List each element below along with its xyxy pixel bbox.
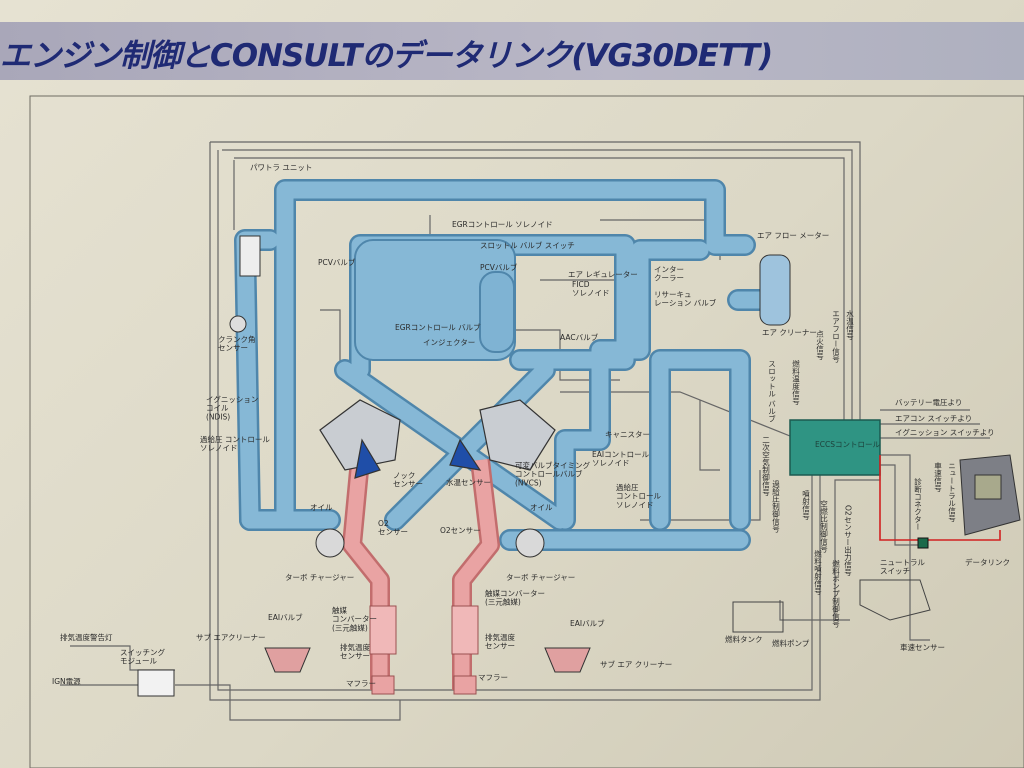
label-exhaust-temp-right: 排気温度センサー <box>485 632 515 651</box>
label-boost-solenoid-right: 過給圧コントロールソレノイド <box>616 482 661 509</box>
label-ignition-coil: イグニッションコイル(NDIS) <box>206 394 258 421</box>
label-pcv-valve-right: PCVバルブ <box>480 262 518 272</box>
label-throttle-switch: スロットル バルブ スイッチ <box>480 240 575 250</box>
label-fuel-pump: 燃料ポンプ <box>772 638 810 648</box>
label-oil-right: オイル <box>530 503 553 512</box>
label-air-cleaner: エア クリーナー <box>762 328 817 337</box>
label-ign-power: IGN電源 <box>52 677 81 686</box>
label-canister: キャニスター <box>605 430 650 439</box>
consult-tester-icon <box>959 454 1021 536</box>
label-o2-right: O2センサー <box>440 526 481 535</box>
signal-label-3: 二次空気制御信号 <box>761 436 770 497</box>
label-turbo-left: ターボ チャージャー <box>285 573 354 582</box>
sub-air-cleaner-right <box>544 647 591 673</box>
label-crank-sensor: クランク角センサー <box>218 334 256 353</box>
label-vehicle-speed-sensor: 車速センサー <box>900 642 945 652</box>
signal-labels: スロットル バルブ 燃料温度信号 二次空気制御信号 過給圧制御信号 噴射信号 燃… <box>761 309 956 629</box>
label-egr-control-valve: EGRコントロール バルブ <box>395 322 481 332</box>
label-ecu: ECCSコントロール <box>815 440 880 449</box>
label-exhaust-temp-left: 排気温度センサー <box>340 642 370 661</box>
engine-bank-right <box>449 399 556 471</box>
signal-label-7: 燃料ポンプ制御信号 <box>831 559 840 629</box>
datalink-line <box>879 455 1001 541</box>
signal-label-6: 燃料噴射信号 <box>813 549 822 597</box>
label-pcv-valve-left: PCVバルブ <box>318 257 356 267</box>
muffler-right <box>453 675 477 695</box>
label-intercooler: インタークーラー <box>654 265 684 283</box>
signal-label-1: スロットル バルブ <box>767 360 776 422</box>
exhaust-pipes-fill <box>344 459 498 690</box>
label-eai-valve-left: EAIバルブ <box>268 612 303 622</box>
label-boost-solenoid-left: 過給圧 コントロールソレノイド <box>200 434 270 453</box>
power-transistor-icon <box>239 235 261 277</box>
signal-label-12: 点火信号 <box>815 330 824 362</box>
label-exhaust-warning-lamp: 排気温度警告灯 <box>60 632 113 642</box>
turbocharger-left <box>315 528 345 558</box>
muffler-left <box>371 675 395 695</box>
sub-air-cleaner-left <box>264 647 311 673</box>
label-diagnostic-connector: 診断コネクター <box>913 477 922 531</box>
page-title: エンジン制御とCONSULTのデータリンク(VG30DETT) <box>0 38 773 74</box>
signal-label-5: 噴射信号 <box>801 489 810 522</box>
catalyst-right <box>451 605 479 655</box>
label-aac-valve: AACバルブ <box>560 332 599 342</box>
label-eai-solenoid: EAIコントロールソレノイド <box>592 450 650 468</box>
label-egr-control-solenoid: EGRコントロール ソレノイド <box>452 220 553 229</box>
component-labels: パワトラ ユニット クランク角センサー PCVバルブ PCVバルブ EGRコント… <box>52 163 1010 688</box>
label-aircon-switch: エアコン スイッチより <box>895 414 972 423</box>
signal-label-4: 過給圧制御信号 <box>771 479 780 534</box>
engine-bank-left <box>319 399 401 479</box>
turbocharger-right <box>515 528 545 558</box>
switching-module-icon <box>137 669 175 697</box>
catalyst-left <box>369 605 397 655</box>
signal-label-11: ニュートラル信号 <box>947 462 956 523</box>
label-oil-left: オイル <box>310 503 333 512</box>
signal-label-8: 空燃比制御信号 <box>819 499 828 554</box>
crank-angle-sensor-icon <box>229 315 247 333</box>
title-band <box>0 22 1024 80</box>
transmission-icon <box>859 579 931 621</box>
label-battery-voltage: バッテリー電圧より <box>895 398 962 407</box>
label-catalyst-left: 触媒コンバーター(三元触媒) <box>332 605 377 632</box>
label-eai-valve-right: EAIバルブ <box>570 618 605 628</box>
label-turbo-right: ターボ チャージャー <box>506 573 575 582</box>
signal-label-9: O2センサー出力信号 <box>843 505 852 577</box>
label-knock-sensor: ノックセンサー <box>393 471 423 489</box>
label-catalyst-right: 触媒コンバーター(三元触媒) <box>485 588 545 607</box>
label-muffler-right: マフラー <box>478 673 508 682</box>
label-muffler-left: マフラー <box>346 679 376 688</box>
ecu-box <box>789 419 881 476</box>
label-neutral-switch: ニュートラルスイッチ <box>880 558 925 576</box>
label-sub-air-cleaner-left: サブ エアクリーナー <box>196 632 266 642</box>
signal-label-13: エアフロー信号 <box>831 310 840 364</box>
label-recirc-valve: リサーキュレーション バルブ <box>654 290 717 308</box>
label-power-unit: パワトラ ユニット <box>250 163 312 172</box>
label-fuel-tank: 燃料タンク <box>725 634 763 644</box>
label-ignition-switch: イグニッション スイッチより <box>895 427 995 437</box>
label-air-regulator: エア レギュレーター <box>568 270 638 279</box>
label-nvcs: 可変バルブタイミングコントロールバルブ(NVCS) <box>515 460 590 487</box>
diagnostic-connector-icon <box>917 537 929 549</box>
signal-label-2: 燃料温度信号 <box>791 359 800 407</box>
air-flow-meter-body <box>759 254 791 326</box>
diagram-frame <box>29 95 1024 768</box>
label-switching-module: スイッチングモジュール <box>120 647 165 666</box>
label-injector: インジェクター <box>423 338 475 347</box>
label-sub-air-cleaner-right: サブ エア クリーナー <box>600 659 672 669</box>
label-datalink: データリンク <box>965 557 1010 567</box>
label-air-flow-meter: エア フロー メーター <box>757 231 829 240</box>
intake-plenum-right <box>479 271 515 353</box>
signal-label-10: 車速信号 <box>933 461 942 494</box>
label-water-temp-sensor: 水温センサー <box>446 477 491 487</box>
signal-label-14: 水温信号 <box>845 309 854 342</box>
fuel-tank-icon <box>732 601 784 633</box>
